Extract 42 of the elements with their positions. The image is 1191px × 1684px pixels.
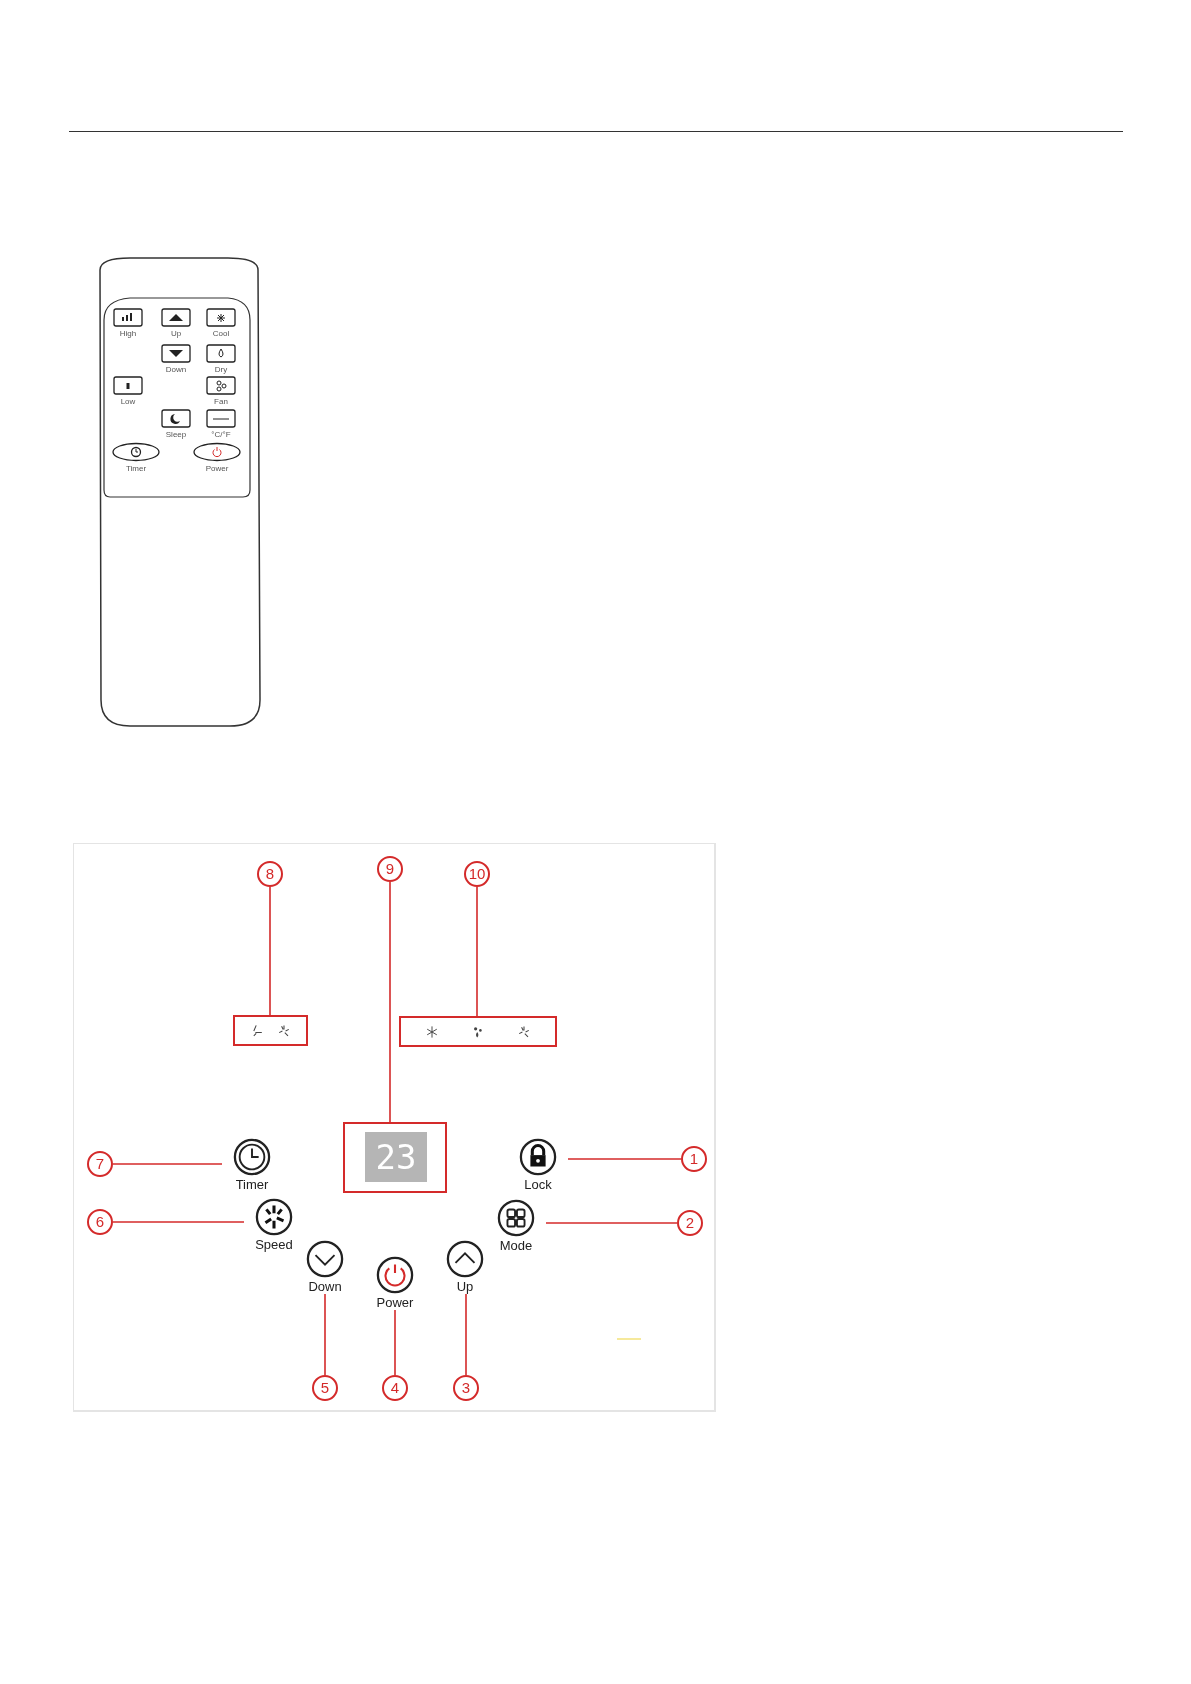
button-label: Lock [523,1177,553,1192]
button-label: Up [455,1279,475,1294]
button-label: Sleep [165,430,187,439]
leader-line [476,886,478,1017]
button-label: High [119,329,137,338]
button-label: °C/°F [211,430,231,439]
button-label: Low [120,397,136,406]
button-label: Power [205,464,229,473]
callout-number: 1 [681,1146,707,1172]
callout-number: 9 [377,856,403,882]
button-label: Cool [212,329,230,338]
display-frame [343,1122,447,1193]
button-label: Down [165,365,187,374]
button-label: Power [375,1295,415,1310]
button-label: Timer [234,1177,270,1192]
callout-number: 3 [453,1375,479,1401]
button-label: Speed [254,1237,294,1252]
indicator-panel [233,1015,308,1046]
button-label: Timer [125,464,147,473]
button-label: Fan [214,397,228,406]
leader-line [394,1309,396,1376]
leader-line [324,1293,326,1376]
leader-line [112,1163,223,1165]
callout-number: 7 [87,1151,113,1177]
button-label: Dry [214,365,228,374]
button-label: Up [170,329,182,338]
callout-number: 5 [312,1375,338,1401]
leader-line [567,1158,682,1160]
callout-number: 8 [257,861,283,887]
callout-number: 2 [677,1210,703,1236]
digital-display: 23 [365,1132,427,1182]
leader-line [269,886,271,1016]
leader-line [112,1221,245,1223]
callout-number: 4 [382,1375,408,1401]
button-label: Down [307,1279,343,1294]
leader-line [389,881,391,1123]
indicator-panel [399,1016,557,1047]
leader-line [545,1222,678,1224]
callout-number: 10 [464,861,490,887]
callout-number: 6 [87,1209,113,1235]
leader-line [465,1293,467,1376]
button-label: Mode [498,1238,534,1253]
